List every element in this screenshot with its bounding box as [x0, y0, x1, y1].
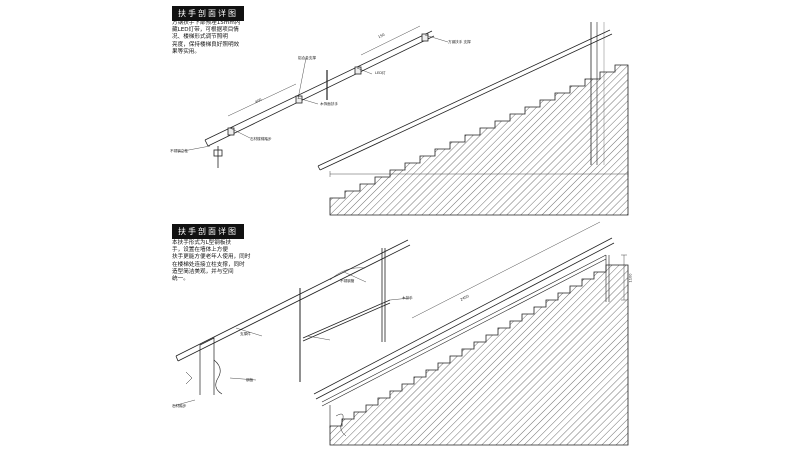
- section-note-2: 本扶手形式为L型钢板扶 手，设置在墙体上方便 扶手更能方便老年人使用，同时 在楼…: [172, 240, 251, 283]
- callout-label: 支撑件: [240, 332, 251, 336]
- section-title-2: 扶手剖面详图: [172, 224, 244, 239]
- handrail-elevation-2: [172, 239, 411, 407]
- callout-label: 钢板: [246, 378, 254, 382]
- dimension-label: 1100: [628, 273, 633, 283]
- callout-label: 石材楼梯踏步: [250, 137, 272, 141]
- callout-label: LED灯: [375, 71, 386, 75]
- callout-label: 木扶手: [402, 296, 413, 300]
- callout-label: 木饰面扶手: [320, 102, 338, 106]
- section-title-1: 扶手剖面详图: [172, 6, 244, 21]
- callout-label: 不锈钢立柱: [170, 149, 188, 153]
- callout-label: 方钢扶手 支撑: [448, 40, 471, 44]
- stair-elevation-2: [313, 221, 629, 446]
- handrail-iso-detail-1: [177, 25, 449, 168]
- section-note-1: 方钢扶手下部预埋15mm内 藏LED灯带，可根据项目情 况、楼梯形式调节照明 亮…: [172, 20, 241, 55]
- stair-elevation-1: [317, 22, 629, 216]
- callout-label: 石材踏步: [172, 404, 187, 408]
- callout-label: 铝合金支撑: [298, 56, 316, 60]
- callout-label: 不锈钢管: [340, 279, 355, 283]
